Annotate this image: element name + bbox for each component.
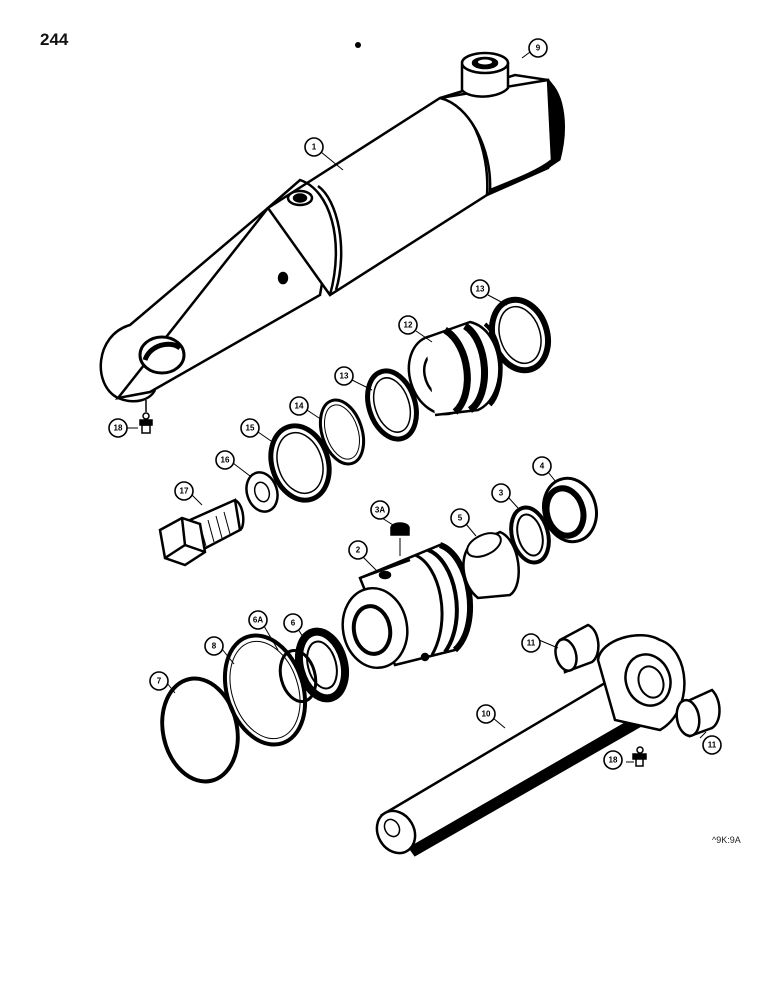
callout-5: 5 bbox=[450, 508, 470, 528]
svg-text:8: 8 bbox=[212, 642, 217, 651]
svg-text:7: 7 bbox=[157, 677, 162, 686]
callout-16: 16 bbox=[215, 450, 235, 470]
callout-11-right: 11 bbox=[702, 735, 722, 755]
callout-12: 12 bbox=[398, 315, 418, 335]
pipe-plug bbox=[390, 522, 410, 556]
wiper-and-bushings bbox=[462, 476, 598, 600]
svg-text:13: 13 bbox=[476, 285, 485, 294]
svg-text:4: 4 bbox=[540, 462, 545, 471]
svg-text:9: 9 bbox=[536, 44, 541, 53]
callout-15: 15 bbox=[240, 418, 260, 438]
callout-9: 9 bbox=[528, 38, 548, 58]
svg-text:15: 15 bbox=[246, 424, 255, 433]
grease-fitting-upper bbox=[139, 400, 153, 434]
callout-18-lower: 18 bbox=[603, 750, 623, 770]
svg-text:5: 5 bbox=[458, 514, 463, 523]
cylinder-barrel bbox=[99, 51, 565, 403]
callout-3: 3 bbox=[491, 483, 511, 503]
callout-1: 1 bbox=[304, 137, 324, 157]
svg-text:3: 3 bbox=[499, 489, 504, 498]
head-seals bbox=[160, 627, 350, 784]
callout-14: 14 bbox=[289, 396, 309, 416]
svg-text:10: 10 bbox=[482, 710, 491, 719]
piston-rod bbox=[375, 633, 686, 857]
callout-2: 2 bbox=[348, 540, 368, 560]
callout-13-upper: 13 bbox=[470, 279, 490, 299]
svg-text:14: 14 bbox=[295, 402, 304, 411]
svg-text:12: 12 bbox=[404, 321, 413, 330]
callout-11-left: 11 bbox=[521, 633, 541, 653]
callout-7: 7 bbox=[149, 671, 169, 691]
callout-18-upper: 18 bbox=[108, 418, 128, 438]
bolt bbox=[158, 498, 245, 567]
rod-eye-bushings bbox=[554, 623, 721, 738]
svg-text:3A: 3A bbox=[375, 506, 385, 515]
svg-text:17: 17 bbox=[180, 487, 189, 496]
callout-10: 10 bbox=[476, 704, 496, 724]
svg-text:16: 16 bbox=[221, 456, 230, 465]
svg-text:18: 18 bbox=[114, 424, 123, 433]
callout-6: 6 bbox=[283, 613, 303, 633]
callout-3A: 3A bbox=[370, 500, 390, 520]
grease-fitting-lower bbox=[632, 746, 647, 767]
callout-17: 17 bbox=[174, 481, 194, 501]
svg-text:2: 2 bbox=[356, 546, 361, 555]
svg-text:1: 1 bbox=[312, 143, 317, 152]
svg-text:11: 11 bbox=[708, 741, 717, 750]
callout-4: 4 bbox=[532, 456, 552, 476]
piston-seal-rings bbox=[245, 296, 551, 513]
svg-text:6: 6 bbox=[291, 619, 296, 628]
callout-8: 8 bbox=[204, 636, 224, 656]
reference-code: ^9K:9A bbox=[712, 835, 741, 845]
cylinder-head bbox=[341, 542, 473, 670]
callout-13-lower: 13 bbox=[334, 366, 354, 386]
svg-text:11: 11 bbox=[527, 639, 536, 648]
ink-dot bbox=[355, 42, 361, 48]
svg-text:18: 18 bbox=[609, 756, 618, 765]
callout-6A: 6A bbox=[248, 610, 268, 630]
svg-text:6A: 6A bbox=[253, 616, 263, 625]
page-number: 244 bbox=[40, 30, 69, 49]
callout-leaders bbox=[126, 51, 707, 763]
svg-text:13: 13 bbox=[340, 372, 349, 381]
